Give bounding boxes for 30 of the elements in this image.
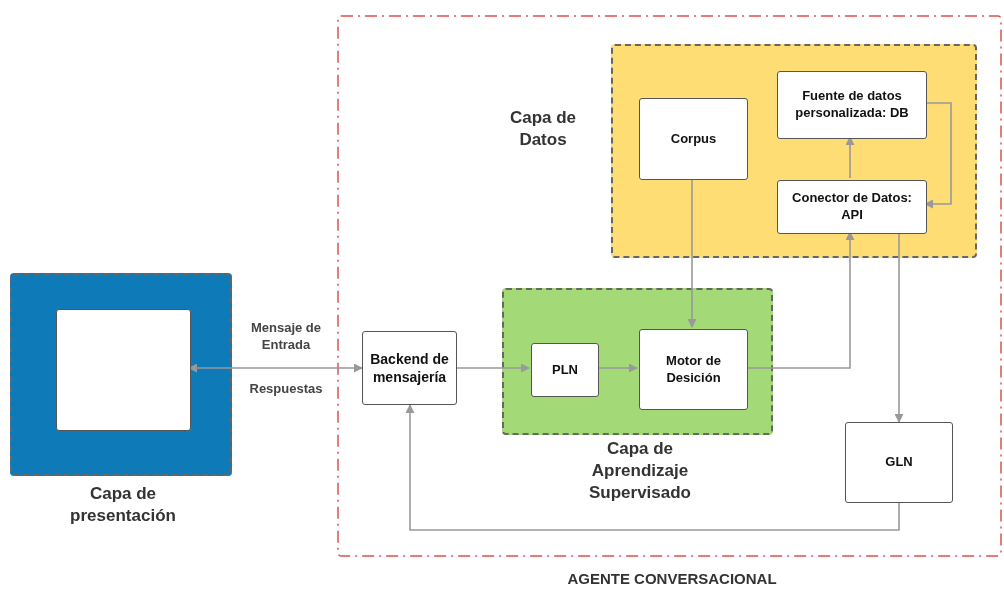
process-box [531,343,599,397]
arrow [405,404,900,531]
arrow [188,363,363,373]
empty-box [56,309,191,431]
box-label: PLN [551,361,579,379]
arrow [924,102,952,209]
flow-label: Respuestas [248,381,324,398]
arrow [894,231,904,423]
process-box [639,329,748,410]
box-label: GLN [884,454,914,471]
process-box [639,98,748,180]
flow-label: Mensaje de Entrada [249,320,323,354]
arrow [845,136,855,179]
layer-title: Capa de presentación [69,483,177,528]
layer-title: Capa de Datos [508,107,578,152]
box-label: Fuente de datos personalizada: DB [794,88,910,122]
process-box [845,422,953,503]
box-label: Backend de mensajería [369,349,450,387]
arrow [596,363,638,373]
arrow [456,363,530,373]
process-box [362,331,457,405]
process-box [777,180,927,234]
process-box [777,71,927,139]
arrow [745,231,855,369]
layer-title: Capa de Aprendizaje Supervisado [587,438,692,505]
box-label: Corpus [669,130,718,148]
arrow [687,177,697,328]
layer-title: AGENTE CONVERSACIONAL [566,569,778,589]
box-label: Conector de Datos: API [791,190,913,224]
box-label: Motor de Desición [665,352,722,387]
